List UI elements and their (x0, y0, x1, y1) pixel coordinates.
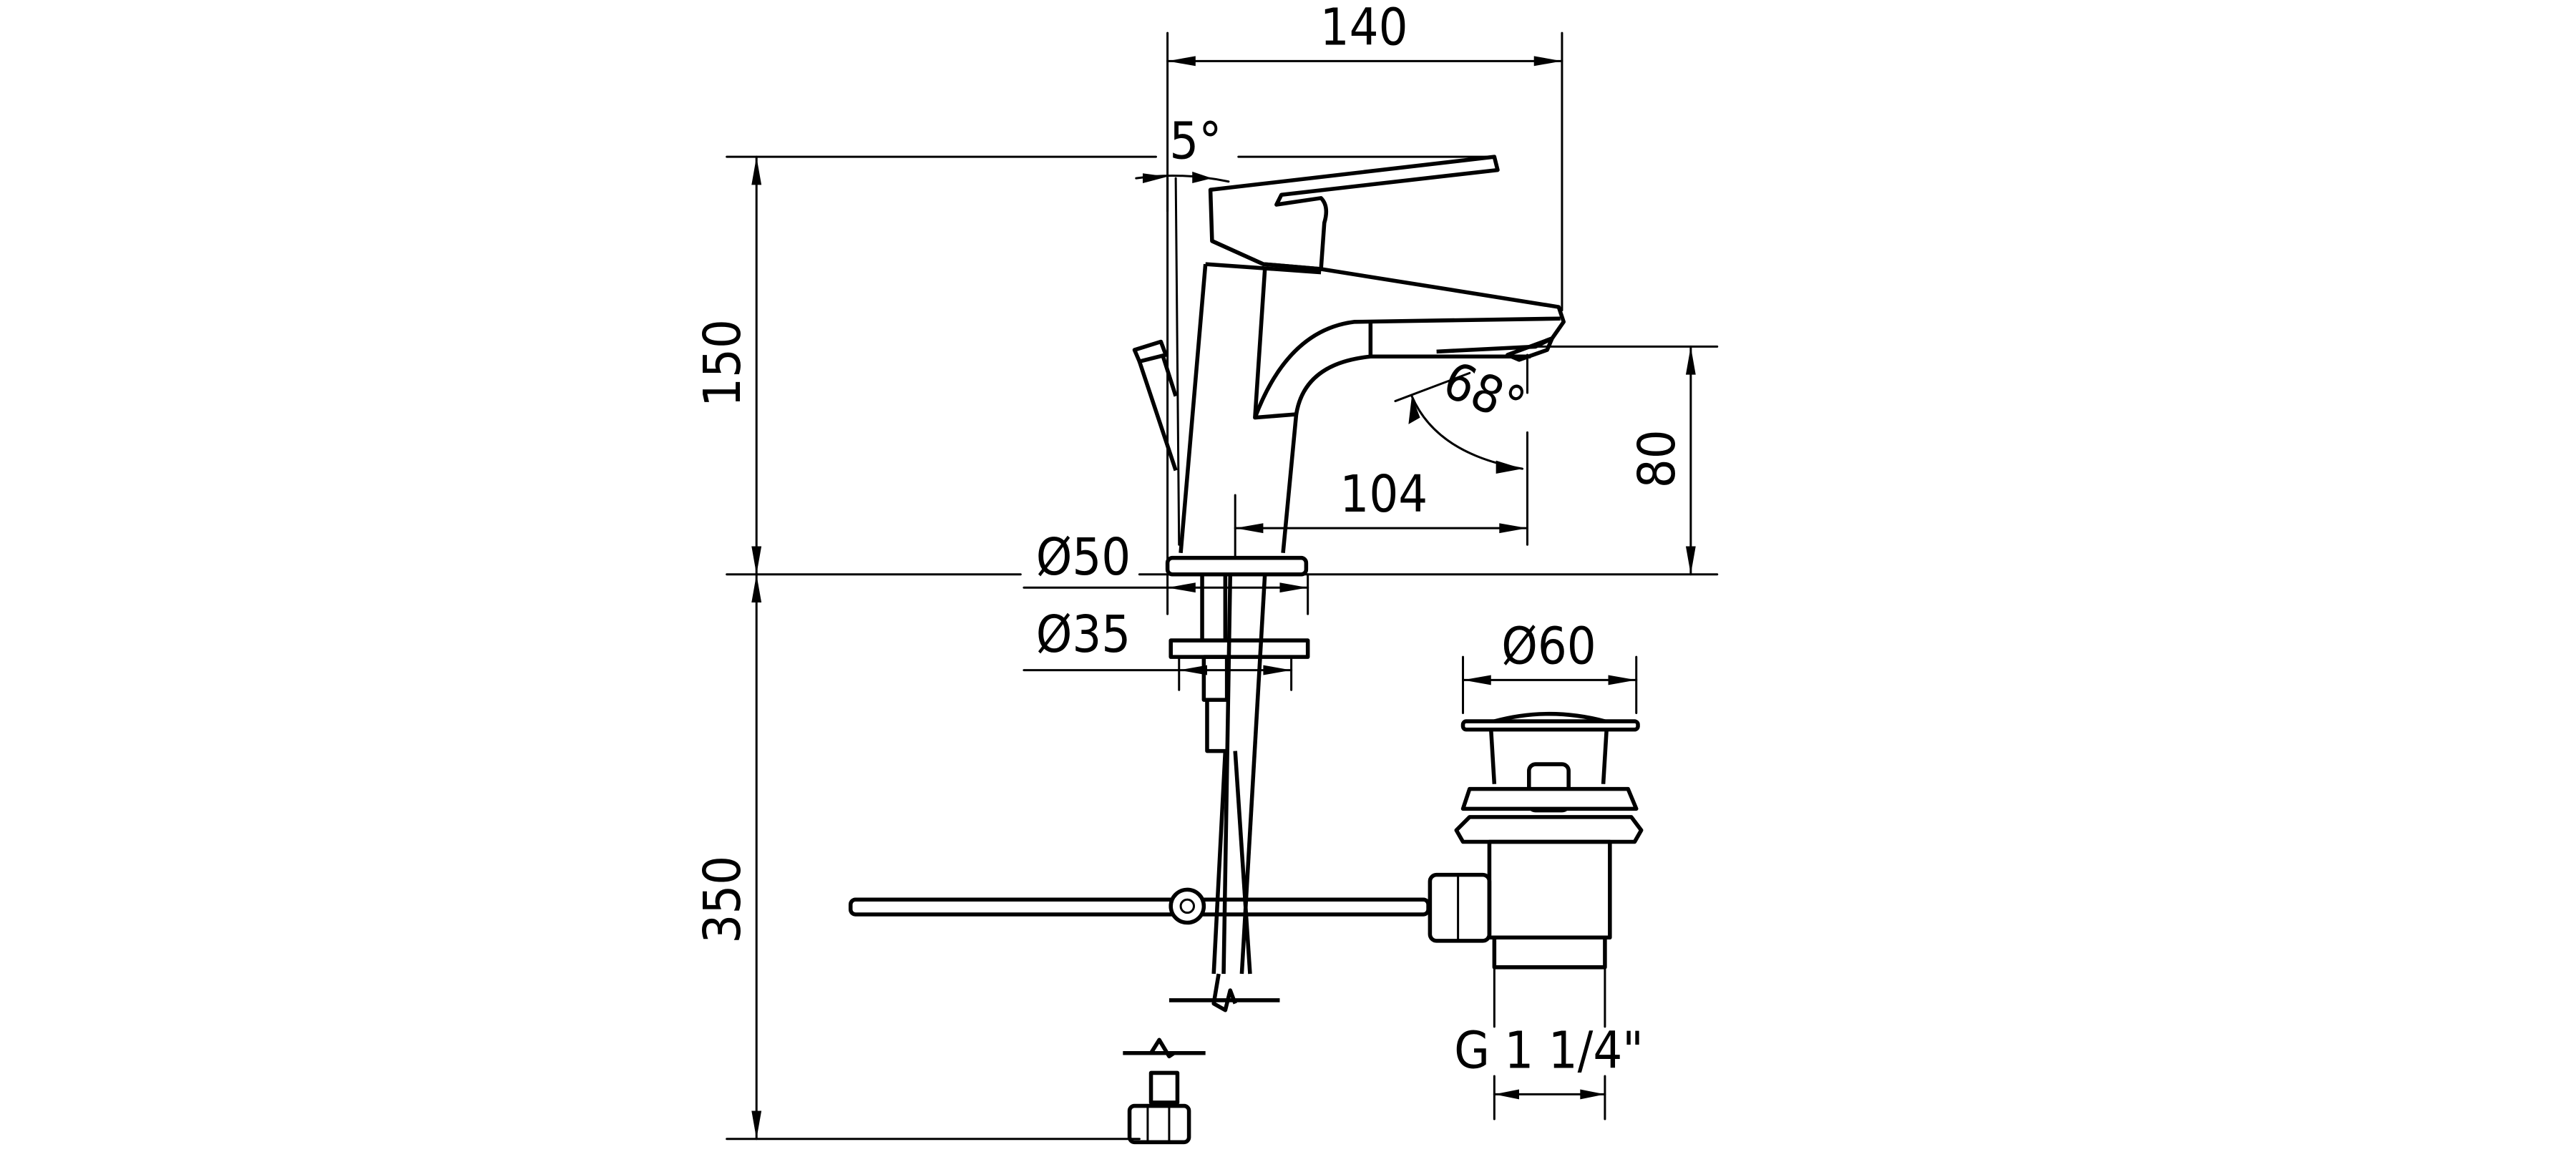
pop-up-rod (848, 887, 1430, 925)
dimension-80: 80 (1534, 345, 1719, 576)
dimension-thread-g-1-1-4: G 1 1/4" (1454, 966, 1644, 1120)
dimension-68-degrees: 68° (1394, 351, 1533, 474)
dim-label-diameter-60: Ø60 (1501, 616, 1596, 675)
dim-label-diameter-35: Ø35 (1036, 605, 1131, 664)
dimension-150: 150 (693, 155, 1719, 576)
dimension-140: 140 (1166, 0, 1563, 312)
dim-label-68: 68° (1435, 351, 1533, 436)
dim-label-thread: G 1 1/4" (1454, 1021, 1644, 1080)
dim-label-80: 80 (1627, 429, 1687, 488)
dimension-350: 350 (693, 573, 1141, 1141)
dim-label-diameter-50: Ø50 (1036, 527, 1131, 587)
dim-label-150: 150 (693, 319, 752, 407)
below-deck-fixing (1169, 574, 1310, 1012)
supply-hose-connector (1123, 1038, 1206, 1145)
pop-up-waste (1428, 711, 1644, 970)
dim-label-5: 5° (1169, 111, 1221, 170)
dim-label-140: 140 (1320, 0, 1408, 57)
dimension-diameter-50: Ø50 (1023, 527, 1309, 615)
dimension-diameter-60: Ø60 (1462, 616, 1638, 715)
dimension-5-degrees: 5° (1135, 111, 1230, 562)
dim-label-104: 104 (1340, 464, 1428, 524)
dim-label-350: 350 (693, 856, 752, 944)
dimension-diameter-35: Ø35 (1023, 605, 1293, 691)
faucet-body (1132, 155, 1566, 577)
